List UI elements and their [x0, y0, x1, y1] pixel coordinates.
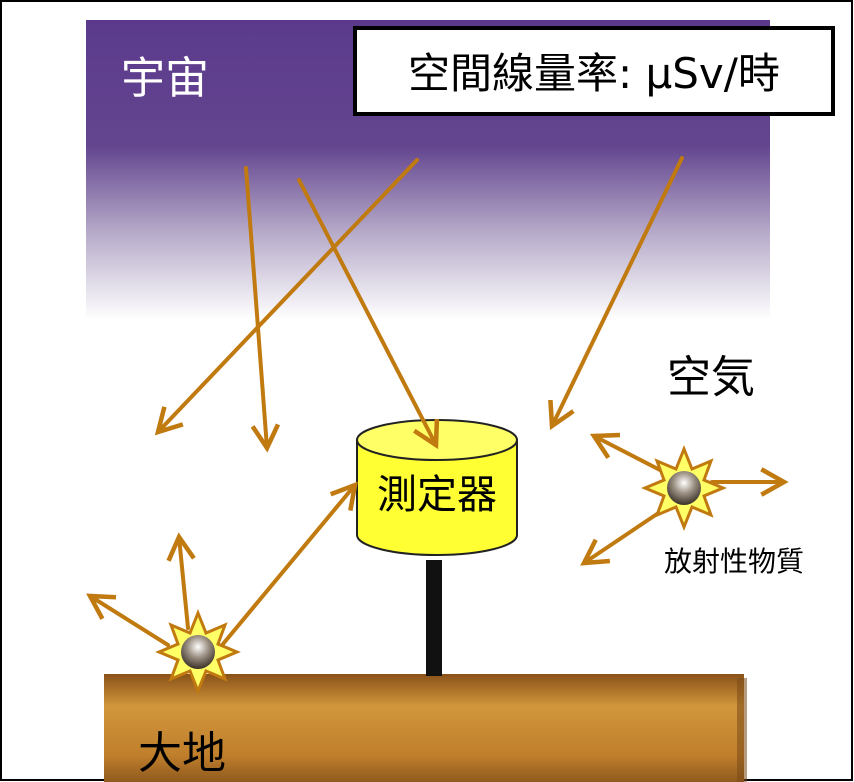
ground-ray-arrow [216, 481, 358, 652]
ground-shadow [737, 678, 747, 782]
detector-label: 測定器 [377, 472, 497, 518]
ground-ray-arrow [86, 593, 170, 647]
dose-rate-label: 空間線量率: μSv/時 [408, 49, 780, 98]
cosmic-ray-arrows [154, 156, 684, 453]
air-ray-arrow [580, 510, 662, 566]
detector-pole [426, 560, 442, 676]
cosmic-ray-arrow [154, 158, 419, 436]
star-burst-icon [155, 608, 241, 696]
ground-region [104, 674, 744, 782]
cosmic-ray-arrow [297, 178, 440, 450]
air-label: 空気 [667, 352, 755, 403]
cosmic-ray-arrow [244, 166, 281, 453]
air-source-arrows [580, 432, 789, 566]
space-label: 宇宙 [121, 53, 209, 104]
dose-rate-box [353, 26, 835, 116]
air-ray-arrow [589, 432, 662, 472]
ground-label: 大地 [138, 728, 226, 779]
star-burst-icon [641, 444, 727, 532]
radioactive-material-label: 放射性物質 [664, 545, 804, 578]
ground-source-arrows [86, 481, 358, 652]
ground-ray-arrow [166, 532, 196, 630]
cosmic-ray-arrow [548, 156, 684, 431]
